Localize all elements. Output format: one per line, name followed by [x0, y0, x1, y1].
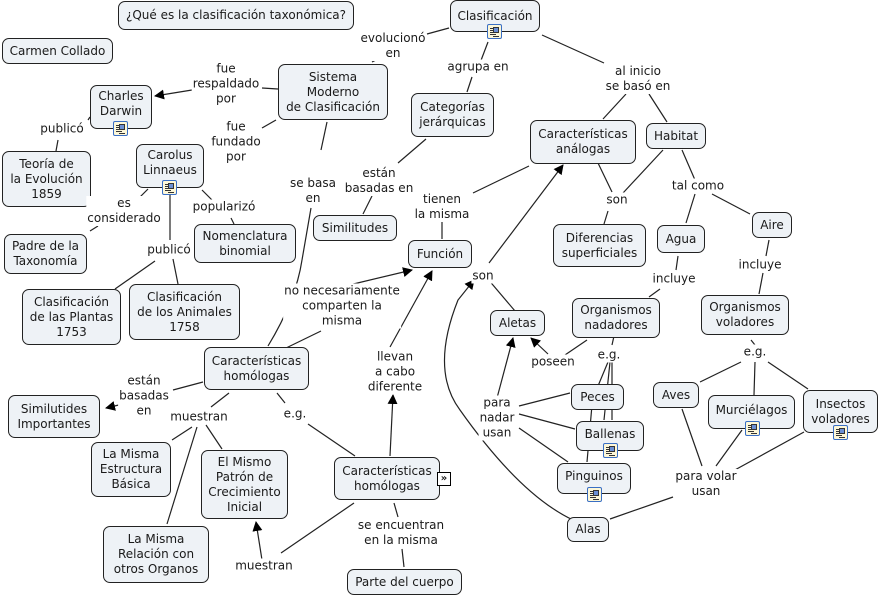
link-label: poseen — [530, 354, 576, 370]
link-label: son — [605, 192, 629, 208]
resource-document-icon[interactable] — [587, 487, 602, 502]
link-label: muestran — [169, 409, 229, 425]
concept-homologas-2[interactable]: Características homólogas — [334, 457, 440, 500]
link-label: no necesariamente comparten la misma — [283, 283, 401, 329]
concept-importantes[interactable]: Similutides Importantes — [8, 395, 100, 438]
resource-document-icon[interactable] — [833, 425, 848, 440]
resource-document-icon[interactable] — [603, 443, 618, 458]
link-label: llevan a cabo diferente — [366, 349, 424, 395]
concept-teoria[interactable]: Teoría de la Evolución 1859 — [2, 151, 91, 207]
concept-categorias[interactable]: Categorías jerárquicas — [411, 93, 494, 137]
concept-habitat[interactable]: Habitat — [646, 123, 706, 149]
concept-linnaeus[interactable]: Carolus Linnaeus — [136, 144, 204, 188]
concept-homologas-1[interactable]: Características homólogas — [204, 347, 309, 390]
link-label: son — [471, 268, 495, 284]
link-label: fue fundado por — [210, 119, 262, 165]
concept-padre[interactable]: Padre de la Taxonomía — [4, 234, 87, 274]
concept-ballenas[interactable]: Ballenas — [576, 421, 644, 451]
link-label: es considerado — [86, 196, 162, 226]
link-label: e.g. — [282, 406, 308, 422]
concept-relacion[interactable]: La Misma Relación con otros Organos — [103, 526, 209, 583]
link-label: fue respaldado por — [191, 61, 261, 107]
link-label: publicó — [146, 242, 192, 258]
concept-plantas[interactable]: Clasificación de las Plantas 1753 — [22, 289, 121, 345]
link-label: tal como — [670, 178, 726, 194]
concept-nomenclatura[interactable]: Nomenclatura binomial — [194, 224, 296, 263]
expand-icon[interactable]: » — [437, 472, 451, 486]
link-label: para nadar usan — [478, 395, 516, 441]
link-label: tienen la misma — [413, 192, 471, 222]
resource-document-icon[interactable] — [487, 24, 502, 39]
link-label: se basa en — [288, 176, 338, 206]
link-label: se encuentran en la misma — [356, 518, 446, 548]
map-title: ¿Qué es la clasificación taxonómica? — [118, 1, 354, 30]
concept-sistema[interactable]: Sistema Moderno de Clasificación — [278, 64, 388, 120]
author-node: Carmen Collado — [2, 38, 113, 64]
concept-estructura[interactable]: La Misma Estructura Básica — [91, 442, 171, 497]
link-label: están basadas en — [343, 166, 415, 196]
concept-nadadores[interactable]: Organismos nadadores — [572, 298, 660, 338]
link-label: muestran — [234, 558, 294, 574]
concept-aletas[interactable]: Aletas — [490, 310, 545, 336]
link-label: popularizó — [191, 199, 257, 215]
concept-voladores[interactable]: Organismos voladores — [701, 295, 789, 335]
concept-aves[interactable]: Aves — [653, 382, 699, 408]
resource-document-icon[interactable] — [745, 421, 760, 436]
concept-peces[interactable]: Peces — [571, 384, 624, 410]
concept-animales[interactable]: Clasificación de los Animales 1758 — [129, 284, 240, 340]
concept-murcielagos[interactable]: Murciélagos — [708, 395, 795, 429]
link-label: están basadas en — [118, 373, 170, 419]
concept-parte[interactable]: Parte del cuerpo — [347, 569, 462, 595]
link-label: publicó — [39, 121, 85, 137]
link-label: e.g. — [596, 347, 622, 363]
link-label: incluye — [651, 271, 697, 287]
concept-patron[interactable]: El Mismo Patrón de Crecimiento Inicial — [201, 450, 288, 519]
concept-aire[interactable]: Aire — [752, 212, 792, 238]
concept-alas[interactable]: Alas — [567, 517, 609, 542]
link-label: al inicio se basó en — [604, 64, 672, 94]
concept-diferencias[interactable]: Diferencias superficiales — [553, 224, 646, 267]
concept-funcion[interactable]: Función — [408, 240, 472, 268]
link-label: e.g. — [742, 344, 768, 360]
concept-analogas[interactable]: Características análogas — [530, 120, 636, 164]
link-label: evolucionó en — [359, 31, 427, 61]
link-label: incluye — [737, 257, 783, 273]
concept-similitudes[interactable]: Similitudes — [313, 215, 397, 241]
concept-agua[interactable]: Agua — [657, 225, 705, 253]
link-label: para volar usan — [674, 469, 738, 499]
resource-document-icon[interactable] — [162, 180, 177, 195]
resource-document-icon[interactable] — [113, 121, 128, 136]
link-label: agrupa en — [446, 59, 510, 75]
